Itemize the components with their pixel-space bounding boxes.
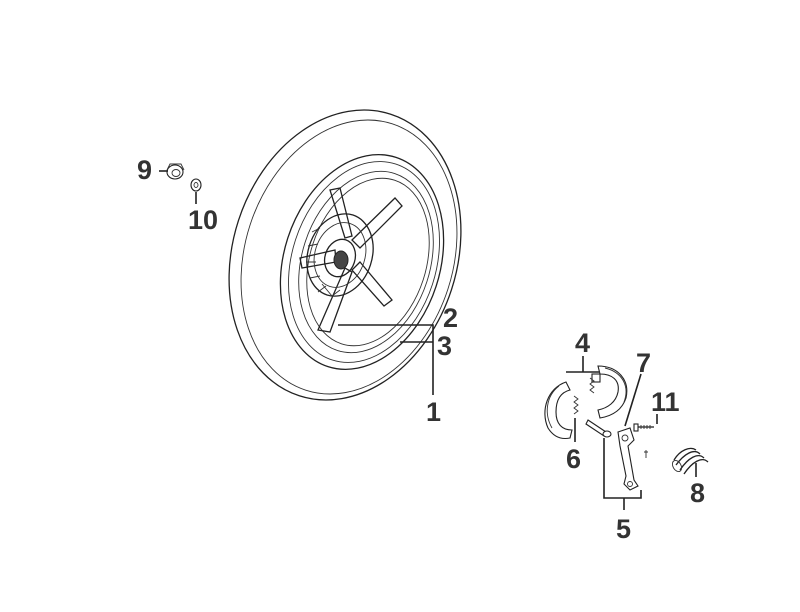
brake-springs: [573, 377, 595, 415]
return-spring: [671, 447, 709, 475]
callout-3: 3: [437, 331, 452, 361]
callout-7: 7: [636, 348, 651, 378]
rear-wheel-assembly: [228, 109, 462, 401]
rim: [279, 153, 445, 371]
callout-8: 8: [690, 478, 705, 508]
brake-cam: [585, 419, 612, 438]
bolt: [633, 423, 654, 432]
callout-5: 5: [616, 514, 631, 544]
washer: [190, 178, 202, 192]
callout-11: 11: [651, 387, 680, 417]
wheel-spokes: [299, 187, 403, 333]
leader-lines: [159, 170, 697, 510]
brake-shoe-left: [544, 381, 573, 440]
callout-9: 9: [137, 155, 152, 185]
axle-nut: [166, 163, 185, 180]
callout-4: 4: [575, 328, 590, 358]
callout-6: 6: [566, 444, 581, 474]
brake-shoe-right: [591, 365, 628, 419]
tire: [228, 109, 462, 401]
callout-1: 1: [426, 397, 441, 427]
callout-10: 10: [188, 205, 218, 235]
wheel-hub: [306, 213, 374, 297]
brake-arm: [617, 427, 648, 491]
callout-2: 2: [443, 303, 458, 333]
callout-labels: 1 2 3 4 5 6 7 8 9 10 11: [137, 155, 705, 544]
